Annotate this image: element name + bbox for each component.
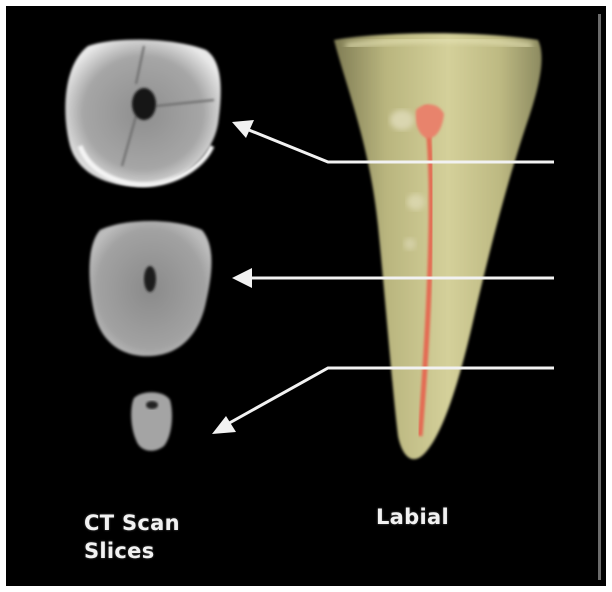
ct-scan-label-line1: CT Scan [84, 509, 254, 537]
right-panel-divider [598, 14, 601, 580]
ct-slice-bottom [131, 392, 172, 451]
arrow-bottom [212, 368, 554, 434]
image-frame: CT Scan Slices Labial [6, 6, 606, 586]
illustration [6, 6, 606, 586]
ct-slice-top [65, 40, 220, 187]
labial-label: Labial [376, 503, 449, 531]
tooth-labial-view [334, 33, 542, 459]
ct-scan-slices-label: CT Scan Slices [84, 509, 254, 565]
ct-slice-middle [89, 221, 211, 356]
ct-scan-label-line2: Slices [84, 537, 254, 565]
